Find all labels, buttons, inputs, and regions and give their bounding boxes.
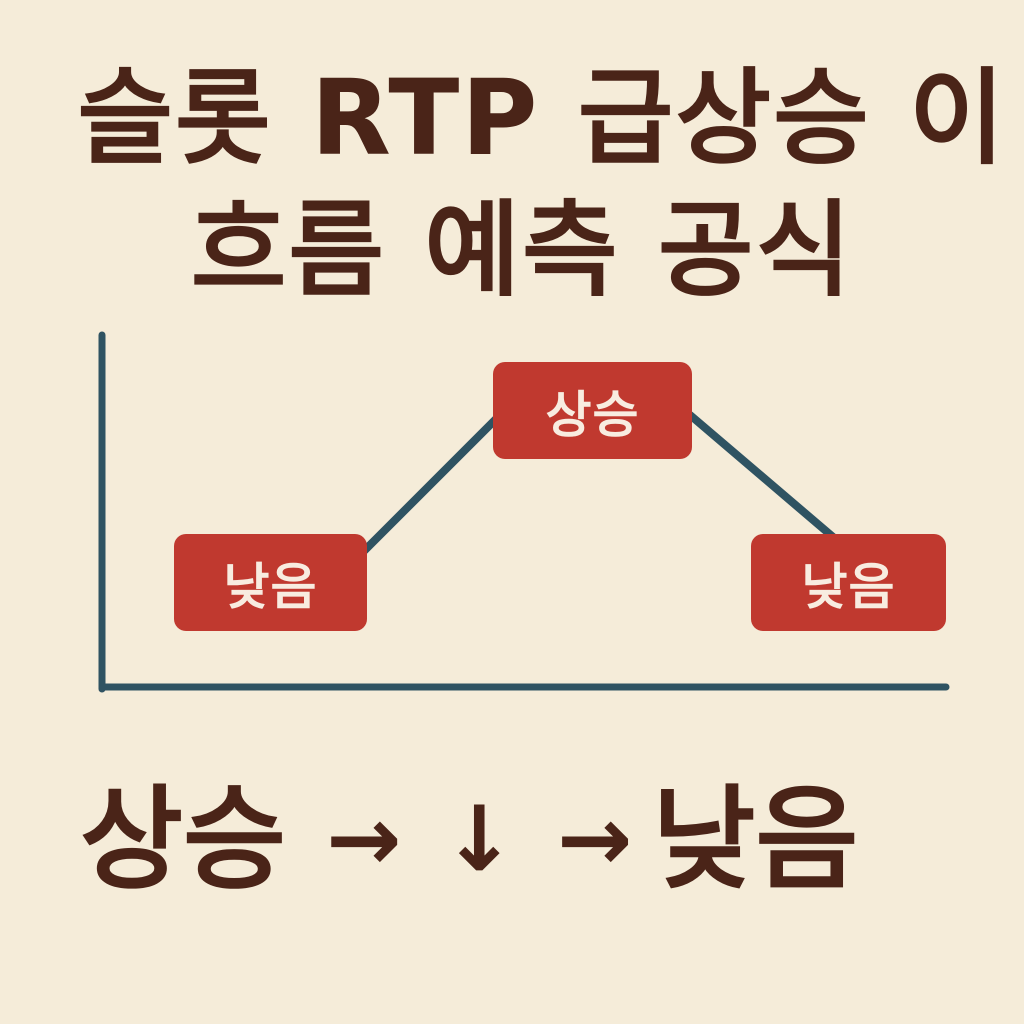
label-rise-peak-text: 상승 bbox=[545, 385, 640, 444]
label-low-end: 낮음 bbox=[751, 534, 946, 631]
right-arrow-icon-2: → bbox=[556, 787, 633, 892]
page-title: 슬롯 RTP 급상승 이 흐름 예측 공식 bbox=[0, 52, 1024, 316]
right-arrow-icon: → bbox=[326, 787, 402, 892]
title-line-2: 흐름 예측 공식 bbox=[190, 189, 854, 311]
label-low-start-text: 낮음 bbox=[223, 557, 318, 616]
title-line-1: 슬롯 RTP 급상승 이 bbox=[77, 57, 1007, 179]
label-low-start: 낮음 bbox=[174, 534, 367, 631]
label-low-end-text: 낮음 bbox=[801, 557, 896, 616]
down-arrow-icon: ↓ bbox=[441, 787, 517, 892]
summary-from: 상승 bbox=[80, 775, 287, 905]
summary-formula: 상승 → ↓ → 낮음 bbox=[80, 770, 858, 910]
label-rise-peak: 상승 bbox=[493, 362, 692, 459]
summary-to: 낮음 bbox=[652, 775, 859, 905]
